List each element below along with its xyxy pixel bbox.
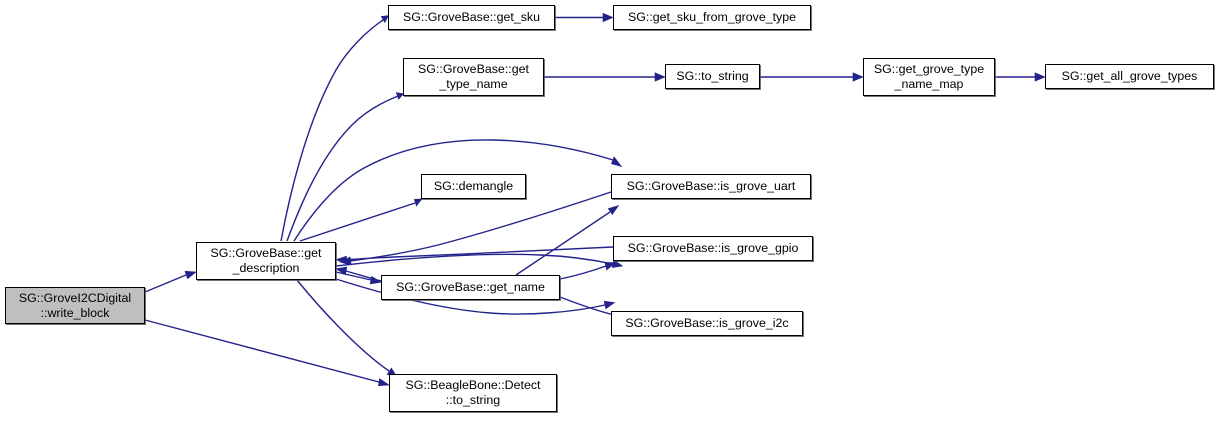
edge-get_description-to-is_grove_uart [293, 139, 623, 242]
edge-to_string-to-get_grove_type_name_map [760, 72, 864, 82]
node-get-grove-type-name-map[interactable]: SG::get_grove_type _name_map [863, 58, 995, 96]
edge-is_grove_uart-to-get_description [339, 191, 612, 266]
node-get-all-grove-types[interactable]: SG::get_all_grove_types [1045, 64, 1214, 89]
node-demangle[interactable]: SG::demangle [421, 174, 526, 199]
node-label-get-type-name: SG::GroveBase::get _type_name [418, 62, 529, 91]
node-to-string[interactable]: SG::to_string [665, 64, 760, 89]
node-label-get-sku: SG::GroveBase::get_sku [402, 10, 541, 25]
node-get-type-name[interactable]: SG::GroveBase::get _type_name [403, 58, 544, 96]
edge-get_description-to-get_name [335, 271, 382, 285]
edge-get_description-to-get_type_name [286, 92, 405, 242]
node-label-get-name: SG::GroveBase::get_name [396, 280, 545, 295]
edge-get_description-to-get_sku [280, 15, 390, 242]
edge-get_name-to-get_description [335, 266, 382, 282]
edge-get_description-to-demangle [299, 198, 423, 242]
edge-get_name-to-is_grove_gpio [559, 261, 617, 280]
node-get-description[interactable]: SG::GroveBase::get _description [196, 242, 336, 280]
edge-get_grove_type_name_map-to-get_all_grove_types [995, 72, 1046, 82]
node-label-get-all-grove-types: SG::get_all_grove_types [1061, 69, 1198, 84]
node-label-is-grove-uart: SG::GroveBase::is_grove_uart [626, 179, 796, 194]
node-label-beaglebone-detect-to-string: SG::BeagleBone::Detect ::to_string [405, 378, 541, 407]
edge-get_name-to-is_grove_uart [515, 204, 620, 276]
node-label-demangle: SG::demangle [433, 179, 514, 194]
node-label-get-grove-type-name-map: SG::get_grove_type _name_map [873, 62, 985, 91]
node-is-grove-i2c[interactable]: SG::GroveBase::is_grove_i2c [611, 311, 803, 336]
node-label-is-grove-i2c: SG::GroveBase::is_grove_i2c [625, 316, 789, 331]
node-get-sku-from-grove-type[interactable]: SG::get_sku_from_grove_type [613, 5, 811, 30]
node-label-get-description: SG::GroveBase::get _description [210, 246, 322, 275]
node-label-get-sku-from-grove-type: SG::get_sku_from_grove_type [627, 10, 797, 25]
edge-write_block-to-get_description [144, 270, 197, 293]
node-write-block[interactable]: SG::GroveI2CDigital ::write_block [5, 287, 145, 324]
node-label-to-string: SG::to_string [676, 69, 749, 84]
edge-write_block-to-beaglebone_detect_to_string [144, 319, 390, 387]
node-beaglebone-detect-to-string[interactable]: SG::BeagleBone::Detect ::to_string [389, 374, 557, 412]
edge-get_type_name-to-to_string [544, 72, 666, 82]
node-is-grove-gpio[interactable]: SG::GroveBase::is_grove_gpio [613, 236, 813, 261]
node-label-is-grove-gpio: SG::GroveBase::is_grove_gpio [627, 241, 799, 256]
node-get-name[interactable]: SG::GroveBase::get_name [381, 275, 560, 300]
node-is-grove-uart[interactable]: SG::GroveBase::is_grove_uart [611, 174, 811, 199]
edge-get_description-to-is_grove_gpio [335, 278, 616, 315]
node-get-sku[interactable]: SG::GroveBase::get_sku [388, 5, 555, 30]
edge-get_sku-to-get_sku_from_grove_type [555, 12, 614, 23]
node-label-write-block: SG::GroveI2CDigital ::write_block [18, 290, 132, 320]
